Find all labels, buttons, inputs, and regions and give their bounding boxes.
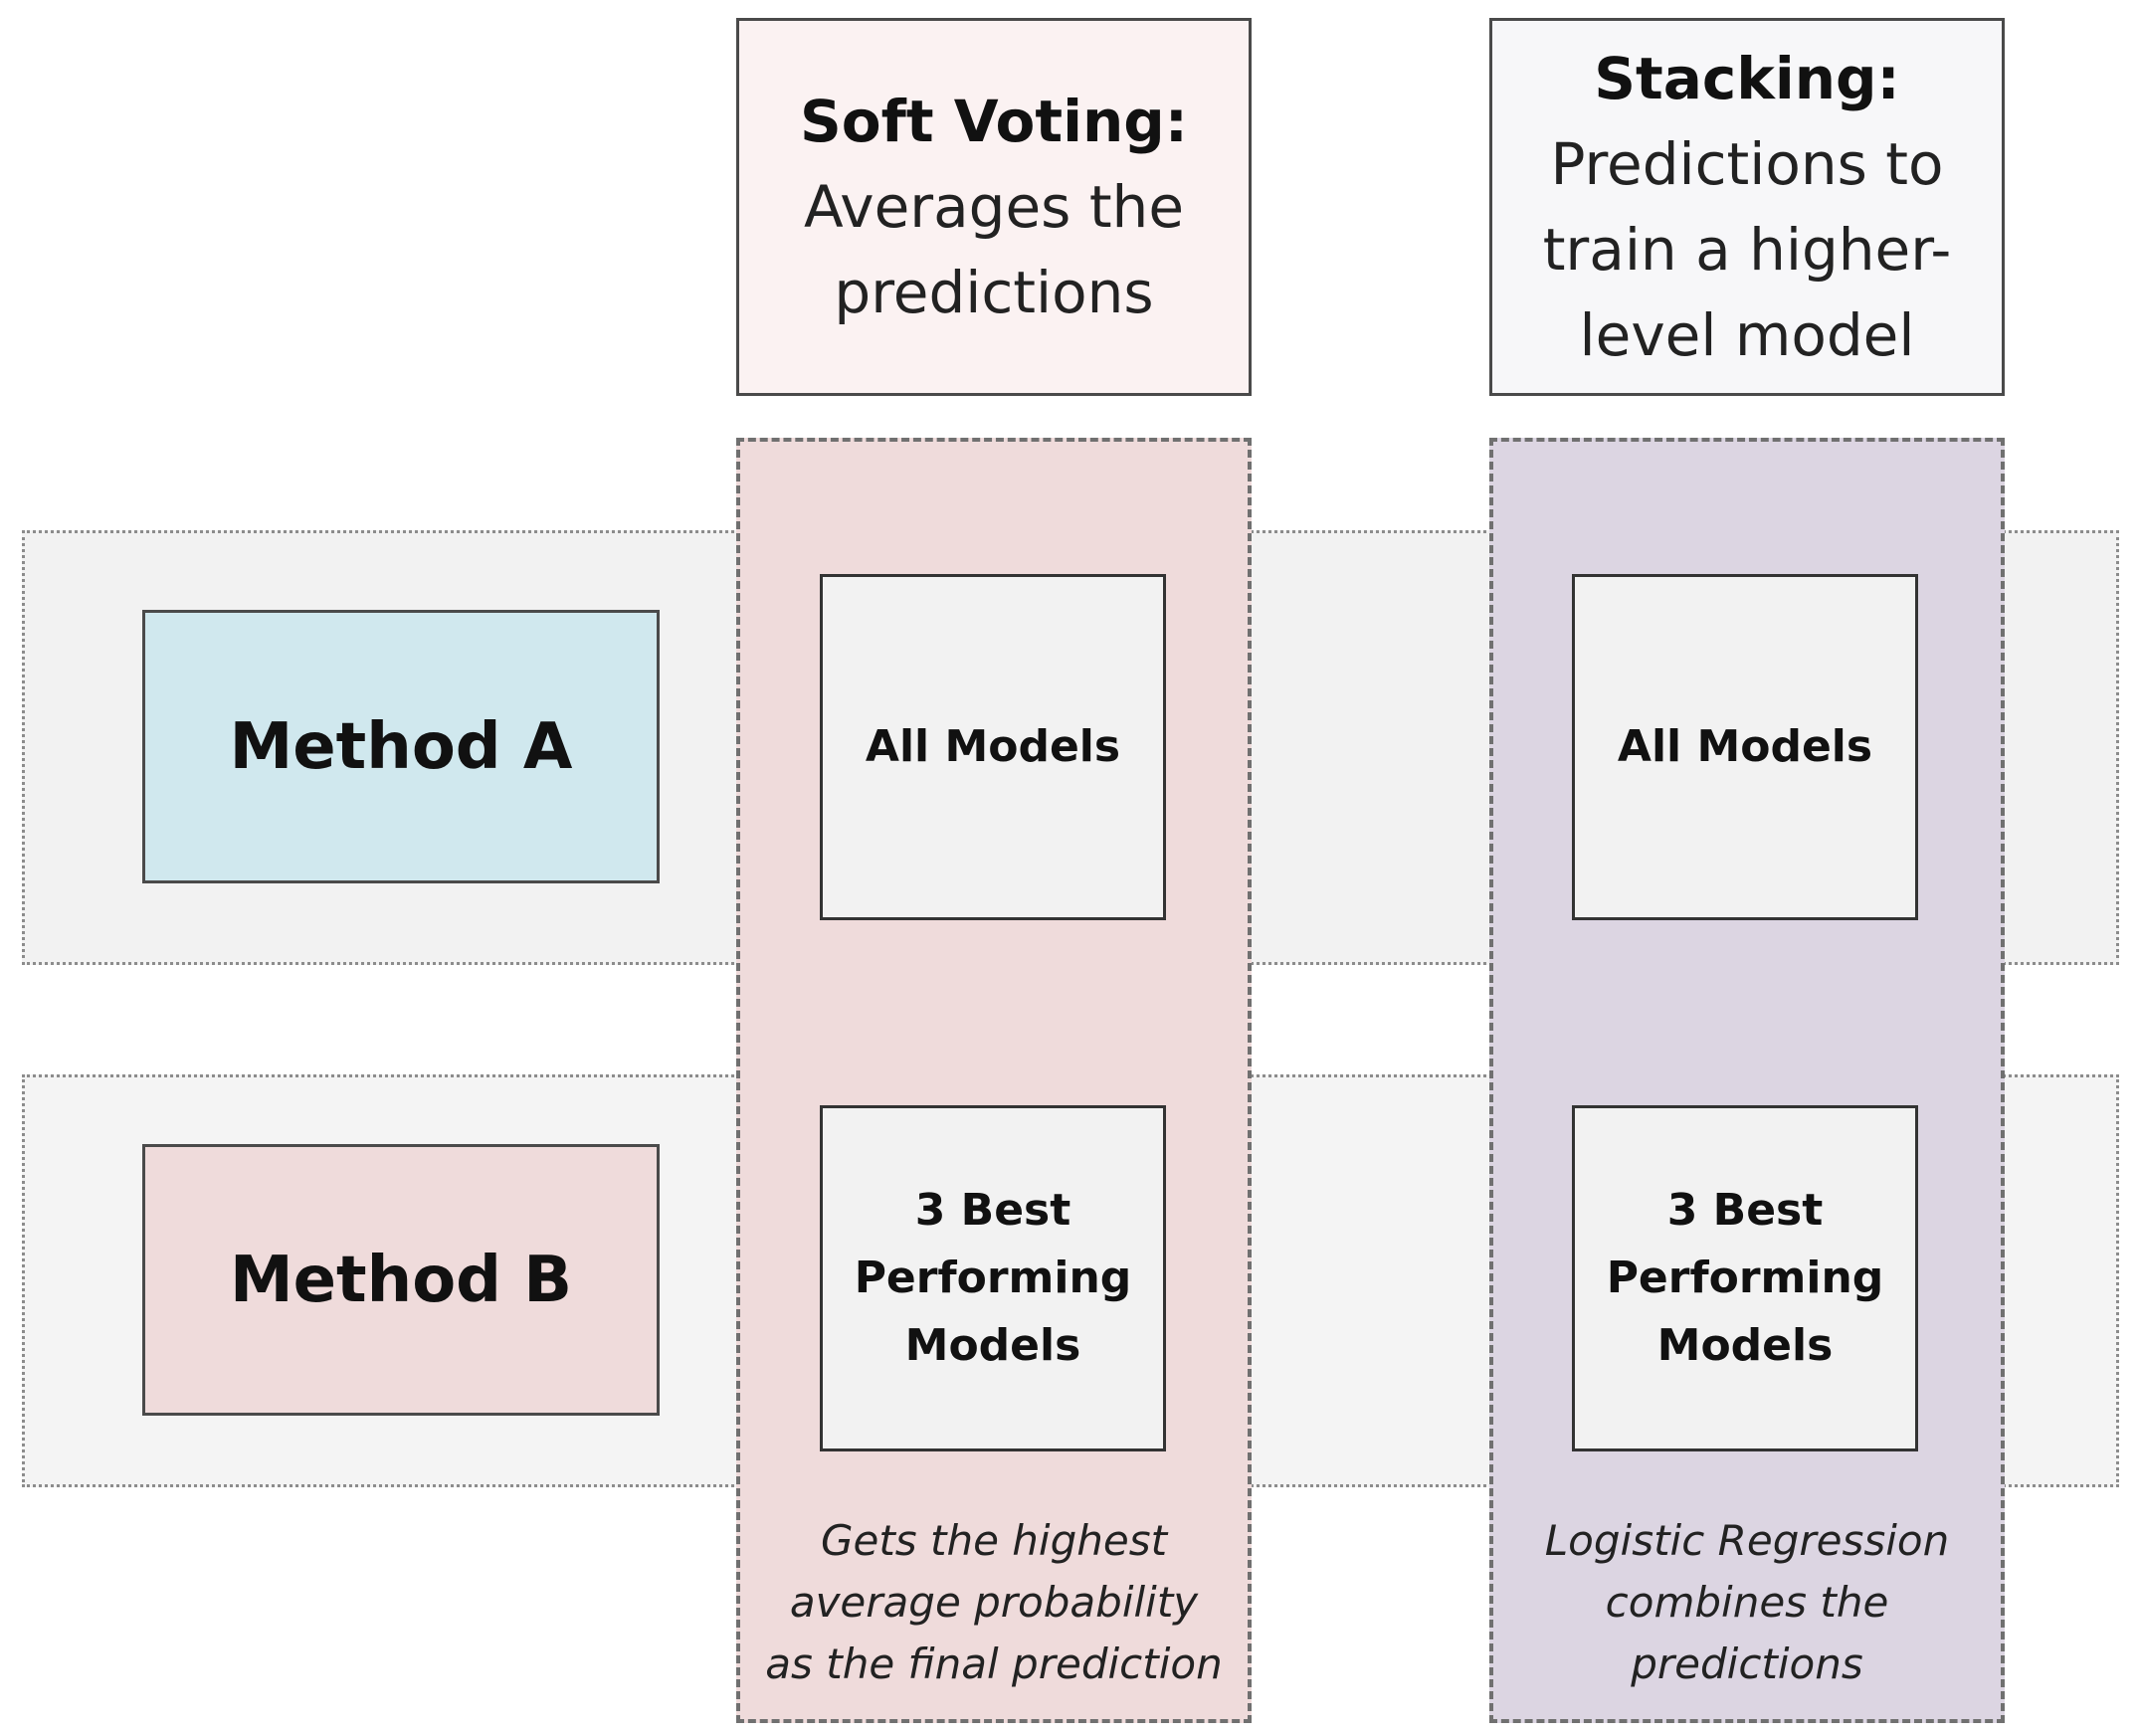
method-a-label: Method A bbox=[229, 709, 573, 784]
method-b-label: Method B bbox=[229, 1243, 573, 1317]
stacking-header: Stacking: Predictions to train a higher-… bbox=[1489, 18, 2005, 396]
soft-voting-description: Averages the predictions bbox=[803, 173, 1184, 326]
soft-voting-all-models-box: All Models bbox=[820, 574, 1166, 920]
stacking-description: Predictions to train a higher- level mod… bbox=[1542, 130, 1952, 369]
soft-voting-header: Soft Voting: Averages the predictions bbox=[736, 18, 1252, 396]
soft-voting-note: Gets the highest average probability as … bbox=[765, 1516, 1223, 1688]
soft-voting-best-models-box: 3 Best Performing Models bbox=[820, 1105, 1166, 1451]
stacking-all-models-box: All Models bbox=[1572, 574, 1918, 920]
stacking-title: Stacking: bbox=[1594, 45, 1900, 112]
stacking-note: Logistic Regression combines the predict… bbox=[1544, 1516, 1950, 1688]
stacking-best-models-box: 3 Best Performing Models bbox=[1572, 1105, 1918, 1451]
method-b-box: Method B bbox=[142, 1144, 660, 1416]
method-a-box: Method A bbox=[142, 610, 660, 883]
soft-voting-title: Soft Voting: bbox=[800, 88, 1188, 155]
